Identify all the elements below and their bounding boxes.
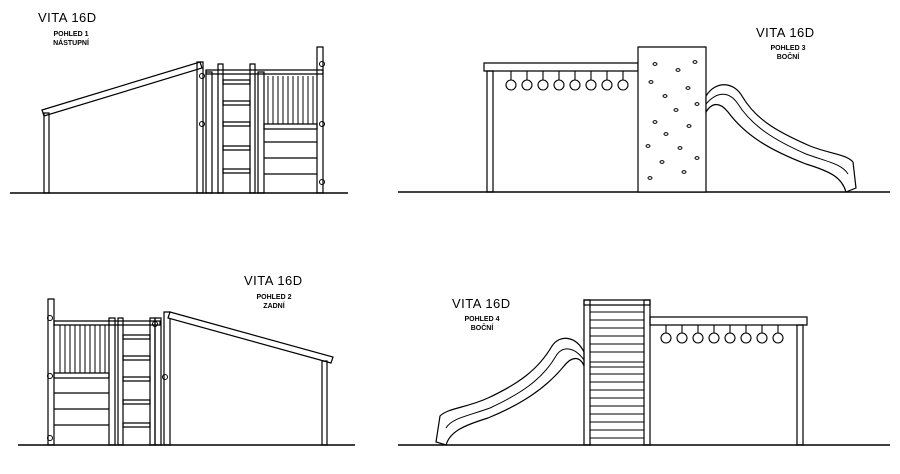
slide bbox=[706, 85, 856, 192]
ladder-rungs bbox=[123, 335, 150, 427]
post-bolts bbox=[48, 316, 168, 441]
view-4-caption: POHLED 4 BOČNÍ bbox=[462, 315, 502, 333]
monkey-bar-beam bbox=[484, 63, 638, 71]
roof-post bbox=[322, 361, 327, 445]
deck-boards bbox=[54, 373, 109, 425]
ladder-rail bbox=[150, 318, 155, 445]
top-rail bbox=[206, 70, 323, 74]
ladder-rail bbox=[218, 64, 223, 193]
view-3-name: POHLED 3 bbox=[770, 45, 806, 52]
tower-post bbox=[109, 318, 115, 445]
view-3-side: BOČNÍ bbox=[776, 54, 800, 61]
view-1-name: POHLED 1 bbox=[53, 31, 89, 38]
slide-edge bbox=[446, 349, 584, 428]
view-3-side bbox=[398, 47, 890, 192]
end-post bbox=[487, 71, 493, 192]
tower-post bbox=[48, 299, 54, 445]
view-2-rear bbox=[18, 299, 355, 445]
roof-panel bbox=[168, 312, 333, 363]
tower-boards bbox=[590, 312, 644, 438]
post-bolts bbox=[200, 62, 325, 185]
view-2-name: POHLED 2 bbox=[256, 294, 292, 301]
tower-post bbox=[197, 62, 203, 193]
railing-slats bbox=[268, 76, 313, 124]
view-1-front-entry bbox=[10, 47, 348, 193]
roof-post bbox=[44, 113, 49, 193]
view-3-caption: POHLED 3 BOČNÍ bbox=[768, 44, 808, 62]
tower-post bbox=[164, 312, 170, 445]
ladder-rail bbox=[250, 64, 255, 193]
ladder-rail bbox=[118, 318, 123, 445]
view-3-title: VITA 16D bbox=[756, 25, 815, 40]
hanging-rings bbox=[661, 325, 783, 343]
view-4-side: BOČNÍ bbox=[470, 325, 494, 332]
view-1-side: NÁSTUPNÍ bbox=[53, 40, 89, 47]
view-1-caption: POHLED 1 NÁSTUPNÍ bbox=[52, 30, 90, 48]
slide bbox=[436, 338, 584, 445]
view-4-side bbox=[398, 300, 890, 445]
view-4-title: VITA 16D bbox=[452, 296, 511, 311]
tower-post bbox=[317, 47, 323, 193]
hanging-rings bbox=[506, 71, 628, 90]
climbing-wall bbox=[638, 47, 706, 192]
tower-post bbox=[206, 72, 212, 193]
roof-panel bbox=[42, 62, 202, 116]
railing-slats bbox=[60, 325, 105, 373]
view-4-name: POHLED 4 bbox=[464, 316, 500, 323]
view-1-title: VITA 16D bbox=[38, 10, 97, 25]
climbing-holds bbox=[646, 61, 699, 180]
end-post bbox=[797, 325, 803, 445]
tower-post bbox=[644, 300, 650, 445]
tower-post bbox=[584, 300, 590, 445]
slide-edge bbox=[706, 94, 848, 174]
view-2-caption: POHLED 2 ZADNÍ bbox=[252, 293, 296, 311]
view-2-side: ZADNÍ bbox=[263, 303, 285, 310]
tower-top bbox=[584, 300, 650, 305]
tower-post bbox=[155, 318, 161, 445]
deck-boards bbox=[264, 124, 317, 174]
tower-post bbox=[258, 72, 264, 193]
view-2-title: VITA 16D bbox=[244, 273, 303, 288]
ladder-rungs bbox=[223, 80, 250, 173]
monkey-bar-beam bbox=[650, 317, 807, 325]
top-rail bbox=[54, 321, 160, 325]
